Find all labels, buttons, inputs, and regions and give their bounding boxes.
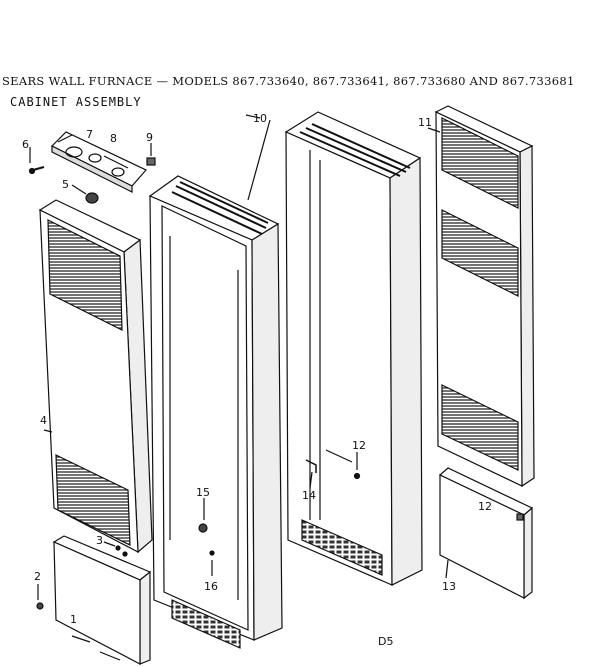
callout-4: 4 bbox=[40, 414, 47, 427]
callout-7: 7 bbox=[86, 128, 93, 141]
rear-panel-part-11 bbox=[427, 105, 535, 488]
diagram-title: SEARS WALL FURNACE — MODELS 867.733640, … bbox=[2, 74, 575, 88]
screw-part-15 bbox=[198, 498, 208, 533]
screws-part-3 bbox=[103, 541, 128, 557]
callout-3: 3 bbox=[96, 534, 103, 547]
screw-part-16 bbox=[209, 550, 215, 576]
screw-part-2 bbox=[36, 584, 44, 610]
callout-8: 8 bbox=[110, 132, 117, 145]
callout-labels: 1 2 3 4 5 6 7 8 9 10 11 12 12 13 14 15 1… bbox=[22, 112, 492, 626]
callout-2: 2 bbox=[34, 570, 41, 583]
callout-13: 13 bbox=[442, 580, 456, 593]
knob-part-5 bbox=[71, 184, 99, 204]
screw-part-9 bbox=[146, 143, 156, 166]
callout-14: 14 bbox=[302, 489, 316, 502]
callout-16: 16 bbox=[204, 580, 218, 593]
callout-1: 1 bbox=[70, 613, 77, 626]
screw-part-12-upper bbox=[353, 452, 361, 480]
callout-12-lower: 12 bbox=[478, 500, 492, 513]
callout-6: 6 bbox=[22, 138, 29, 151]
front-panel-part-4 bbox=[38, 199, 153, 554]
callout-10: 10 bbox=[253, 112, 267, 125]
diagram-code: D5 bbox=[378, 635, 394, 648]
callout-9: 9 bbox=[146, 131, 153, 144]
callout-15: 15 bbox=[196, 486, 210, 499]
rear-cabinet bbox=[284, 111, 423, 586]
lower-front-panel-part-1 bbox=[52, 535, 152, 665]
lower-rear-panel-part-13 bbox=[438, 467, 534, 600]
cabinet-frame-part-10 bbox=[148, 114, 283, 649]
screw-part-6 bbox=[28, 147, 45, 175]
callout-5: 5 bbox=[62, 178, 69, 191]
control-bracket bbox=[50, 131, 147, 193]
callout-11: 11 bbox=[418, 116, 432, 129]
diagram-subtitle: CABINET ASSEMBLY bbox=[10, 95, 142, 109]
clip-part-14 bbox=[305, 459, 317, 489]
callout-12-upper: 12 bbox=[352, 439, 366, 452]
